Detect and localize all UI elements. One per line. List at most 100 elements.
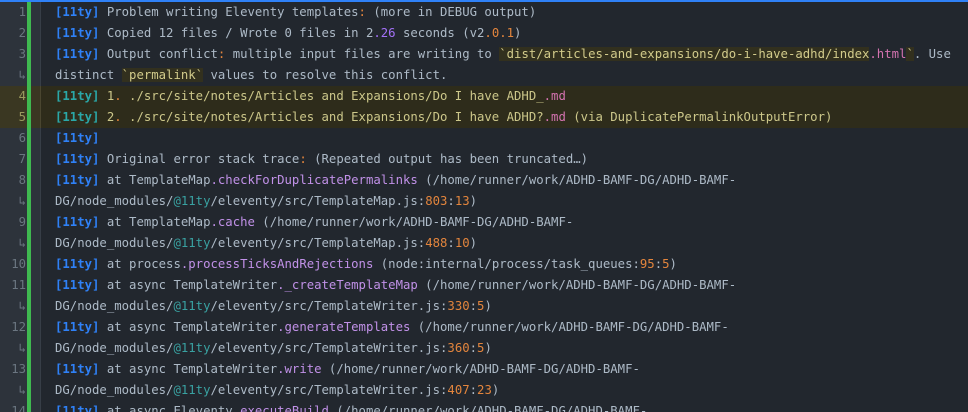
line-number[interactable]: 14↳ (0, 401, 40, 412)
log-line[interactable]: 11↳[11ty] at async TemplateWriter._creat… (0, 275, 968, 317)
log-token: @11ty (173, 299, 211, 313)
line-number[interactable]: 7 (0, 149, 40, 170)
log-token: /eleventy/src/TemplateMap.js: (210, 236, 426, 250)
line-number[interactable]: 5 (0, 107, 40, 128)
log-token: (/home/runner/work/ADHD-BAMF-DG/ADHD-BAM… (55, 362, 640, 397)
log-token: [11ty] (55, 110, 100, 124)
log-line-text: [11ty] Copied 12 files / Wrote 0 files i… (40, 23, 968, 44)
log-line-text: [11ty] (40, 128, 968, 149)
line-number[interactable]: 4 (0, 86, 40, 107)
log-line[interactable]: 12↳[11ty] at async TemplateWriter.genera… (0, 317, 968, 359)
log-line[interactable]: 5[11ty] 2. ./src/site/notes/Articles and… (0, 107, 968, 128)
log-token: ) (469, 194, 478, 208)
log-line[interactable]: 2[11ty] Copied 12 files / Wrote 0 files … (0, 23, 968, 44)
log-token: [11ty] (55, 131, 100, 145)
log-token: Problem writing Eleventy templates (99, 5, 359, 19)
log-line-text: [11ty] 1. ./src/site/notes/Articles and … (40, 86, 968, 107)
log-token: [11ty] (55, 173, 100, 187)
wrap-marker-icon: ↳ (18, 194, 26, 208)
log-line[interactable]: 6 [11ty] (0, 128, 968, 149)
log-token: `dist/articles-and-expansions/do-i-have-… (499, 47, 870, 61)
log-line-text: [11ty] 2. ./src/site/notes/Articles and … (40, 107, 968, 128)
log-token: (more in DEBUG output) (365, 5, 537, 19)
log-token: (node:internal/process/task_queues: (373, 257, 640, 271)
log-token: at async TemplateWriter (99, 362, 278, 376)
log-token: at TemplateMap (99, 215, 211, 229)
log-token: [11ty] (55, 215, 100, 229)
log-line[interactable]: 4[11ty] 1. ./src/site/notes/Articles and… (0, 86, 968, 107)
line-number[interactable]: 1 (0, 2, 40, 23)
log-token: 5 (477, 341, 485, 355)
log-token: at async Eleventy (99, 404, 233, 412)
log-line[interactable]: 8↳ [11ty] at TemplateMap.checkForDuplicat… (0, 170, 968, 212)
log-token: values to resolve this conflict. (203, 68, 448, 82)
log-token: ._createTemplateMap (277, 278, 418, 292)
log-token: [11ty] (55, 89, 100, 103)
log-token: .checkForDuplicatePermalinks (210, 173, 418, 187)
log-token: `permalink` (121, 68, 204, 82)
log-token: : (358, 5, 366, 19)
log-token: /eleventy/src/TemplateWriter.js: (210, 299, 448, 313)
line-number[interactable]: 6 (0, 128, 40, 149)
log-token: .html (869, 47, 907, 61)
log-token: .executeBuild (232, 404, 329, 412)
log-token: 330 (447, 299, 470, 313)
log-token: : (469, 341, 478, 355)
log-token: 13 (454, 194, 470, 208)
log-token: [11ty] (55, 404, 100, 412)
log-token: .write (277, 362, 322, 376)
log-token: . (114, 89, 122, 103)
log-token: 2 (99, 110, 115, 124)
log-token: [11ty] (55, 26, 100, 40)
log-token: [11ty] (55, 362, 100, 376)
log-token: .0.1 (484, 26, 515, 40)
log-token: ` (906, 47, 914, 61)
log-line[interactable]: 7[11ty] Original error stack trace: (Rep… (0, 149, 968, 170)
log-token: : (469, 299, 478, 313)
log-token: [11ty] (55, 5, 100, 19)
wrap-marker-icon: ↳ (18, 236, 26, 250)
log-token: ) (469, 236, 478, 250)
log-token: ./src/site/notes/Articles and Expansions… (121, 110, 544, 124)
log-token: [11ty] (55, 47, 100, 61)
log-token: : (447, 194, 455, 208)
log-line[interactable]: 10 [11ty] at process.processTicksAndRejec… (0, 254, 968, 275)
log-token: /eleventy/src/TemplateWriter.js: (210, 341, 448, 355)
log-token: Copied 12 files / Wrote 0 files in 2 (99, 26, 374, 40)
line-number[interactable]: 10 (0, 254, 40, 275)
log-token: @11ty (173, 383, 211, 397)
log-token: .md (543, 110, 566, 124)
log-token: (/home/runner/work/ADHD-BAMF-DG/ADHD-BAM… (55, 278, 737, 313)
log-token: at TemplateMap (99, 173, 211, 187)
log-token: 407 (447, 383, 470, 397)
log-token: at process (99, 257, 181, 271)
log-token: Original error stack trace (99, 152, 300, 166)
log-line[interactable]: 14↳[11ty] at async Eleventy.executeBuild… (0, 401, 968, 412)
log-token: [11ty] (55, 257, 100, 271)
line-number[interactable]: 3↳ (0, 44, 40, 86)
log-token: (/home/runner/work/ADHD-BAMF-DG/ADHD-BAM… (336, 404, 648, 412)
log-token: 95 (639, 257, 655, 271)
log-token: 803 (425, 194, 448, 208)
wrap-marker-icon: ↳ (18, 383, 26, 397)
log-token: (/home/runner/work/ADHD-BAMF-DG/ADHD-BAM… (55, 320, 729, 355)
line-number[interactable]: 13↳ (0, 359, 40, 401)
log-line-text: [11ty] at async Eleventy.executeBuild (/… (40, 401, 968, 412)
line-number[interactable]: 12↳ (0, 317, 40, 359)
log-line[interactable]: 1 [11ty] Problem writing Eleventy templat… (0, 2, 968, 23)
log-token: . Use distinct (55, 47, 959, 82)
log-token: ) (484, 299, 492, 313)
log-token: .cache (210, 215, 255, 229)
line-number[interactable]: 2 (0, 23, 40, 44)
log-token: seconds (v2 (395, 26, 485, 40)
log-line[interactable]: 13↳[11ty] at async TemplateWriter.write … (0, 359, 968, 401)
line-number[interactable]: 8↳ (0, 170, 40, 212)
line-number[interactable]: 11↳ (0, 275, 40, 317)
log-line[interactable]: 9↳[11ty] at TemplateMap.cache (/home/run… (0, 212, 968, 254)
log-token: multiple input files are writing to (225, 47, 500, 61)
log-line[interactable]: 3↳[11ty] Output conflict: multiple input… (0, 44, 968, 86)
line-number[interactable]: 9↳ (0, 212, 40, 254)
log-token: .processTicksAndRejections (180, 257, 374, 271)
log-token: 360 (447, 341, 470, 355)
